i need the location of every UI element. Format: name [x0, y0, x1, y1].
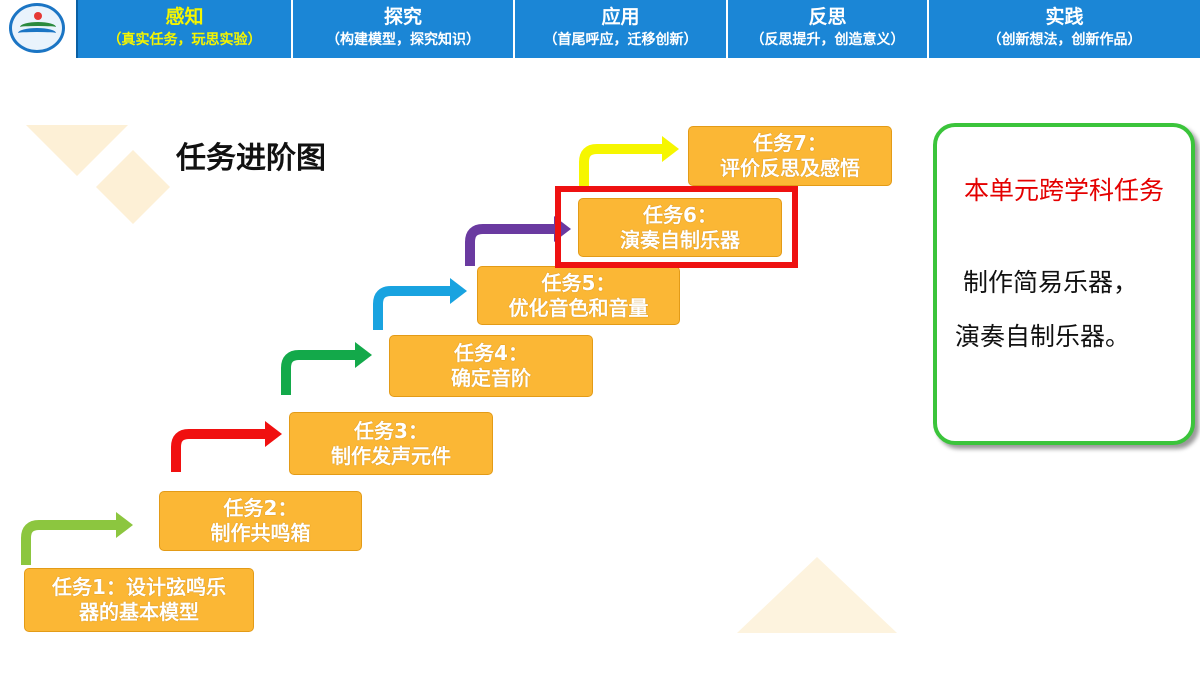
- task-label: 任务5：: [541, 270, 616, 295]
- task-box-4: 任务4： 确定音阶: [389, 335, 593, 397]
- step-arrow-4-icon: [373, 278, 467, 330]
- task-box-2: 任务2： 制作共鸣箱: [159, 491, 362, 551]
- task-box-6: 任务6： 演奏自制乐器: [578, 198, 782, 257]
- task-desc: 优化音色和音量: [508, 295, 649, 320]
- tab-subtitle: （首尾呼应，迁移创新）: [543, 32, 698, 48]
- cross-subject-task-card: 本单元跨学科任务 制作简易乐器， 演奏自制乐器。: [933, 123, 1195, 445]
- tab-title: 实践: [1045, 6, 1084, 28]
- tab-title: 感知: [165, 6, 204, 28]
- task-box-5: 任务5： 优化音色和音量: [477, 266, 680, 325]
- task-box-3: 任务3： 制作发声元件: [289, 412, 493, 475]
- school-logo: [0, 0, 78, 58]
- task-label: 任务1：设计弦鸣乐: [52, 575, 226, 599]
- card-heading: 本单元跨学科任务: [963, 176, 1164, 205]
- current-task-highlight: [555, 186, 798, 268]
- task-desc: 演奏自制乐器: [620, 227, 740, 252]
- tab-title: 探究: [383, 6, 422, 28]
- tab-subtitle: （创新想法，创新作品）: [987, 32, 1142, 48]
- task-label: 任务7：: [753, 131, 827, 155]
- tab-subtitle: （真实任务，玩思实验）: [107, 32, 262, 48]
- deco-triangle-icon: [26, 125, 128, 176]
- task-box-1: 任务1：设计弦鸣乐 器的基本模型: [24, 568, 254, 632]
- deco-triangle-icon: [737, 557, 897, 633]
- task-desc: 评价反思及感悟: [720, 156, 860, 180]
- task-desc: 器的基本模型: [79, 600, 199, 624]
- logo-wave-icon: [20, 22, 56, 32]
- task-label: 任务6：: [643, 202, 717, 227]
- step-arrow-3-icon: [281, 342, 372, 395]
- deco-diamond-icon: [96, 150, 170, 224]
- tab-application[interactable]: 应用 （首尾呼应，迁移创新）: [515, 0, 728, 58]
- card-line-2: 演奏自制乐器。: [955, 322, 1131, 351]
- tab-inquiry[interactable]: 探究 （构建模型，探究知识）: [293, 0, 515, 58]
- tab-subtitle: （构建模型，探究知识）: [326, 32, 480, 48]
- task-label: 任务2：: [223, 496, 298, 520]
- logo-wave-icon: [18, 28, 56, 38]
- task-label: 任务4：: [454, 341, 528, 365]
- card-line-1: 制作简易乐器，: [963, 268, 1139, 297]
- tab-title: 反思: [808, 6, 847, 28]
- tab-practice[interactable]: 实践 （创新想法，创新作品）: [929, 0, 1200, 58]
- task-desc: 确定音阶: [451, 366, 531, 390]
- tab-perception[interactable]: 感知 （真实任务，玩思实验）: [78, 0, 293, 58]
- step-arrow-2-icon: [171, 421, 282, 472]
- task-desc: 制作共鸣箱: [210, 521, 311, 545]
- tab-title: 应用: [601, 6, 640, 28]
- tab-subtitle: （反思提升，创造意义）: [750, 32, 905, 48]
- step-arrow-6-icon: [579, 136, 679, 190]
- logo-dot-icon: [34, 12, 42, 20]
- step-arrow-1-icon: [21, 512, 133, 565]
- top-nav-bar: 感知 （真实任务，玩思实验） 探究 （构建模型，探究知识） 应用 （首尾呼应，迁…: [0, 0, 1200, 58]
- task-box-7: 任务7： 评价反思及感悟: [688, 126, 892, 186]
- page-title: 任务进阶图: [176, 141, 326, 176]
- tab-reflection[interactable]: 反思 （反思提升，创造意义）: [728, 0, 929, 58]
- task-label: 任务3：: [354, 418, 428, 443]
- task-desc: 制作发声元件: [331, 443, 451, 468]
